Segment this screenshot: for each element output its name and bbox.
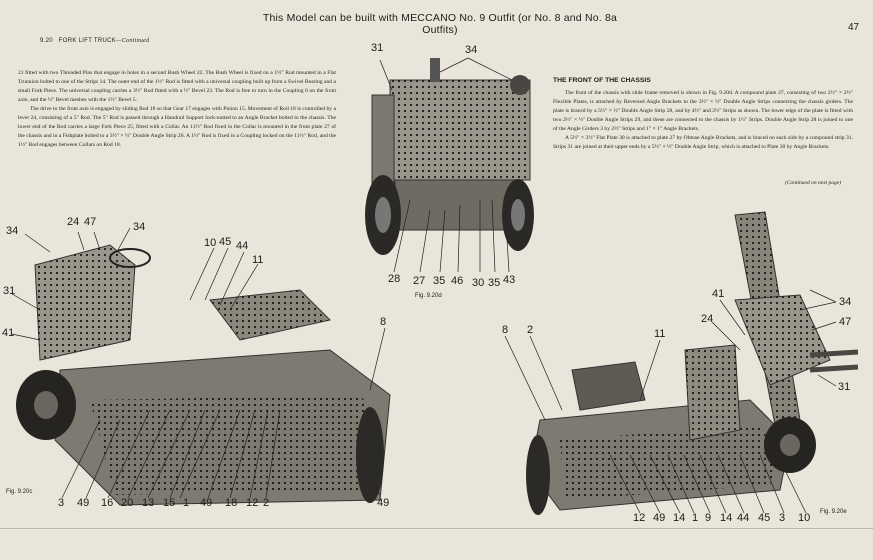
paragraph: The front of the chassis with slide fram…: [553, 90, 853, 132]
callout-label: 14: [720, 512, 733, 524]
pulley: [510, 75, 530, 95]
callout-label: 30: [472, 277, 485, 289]
callout-label: 10: [204, 237, 217, 249]
callout-label: 20: [121, 497, 134, 509]
continued-note: (Continued on next page): [785, 180, 842, 186]
hub-left: [375, 197, 391, 233]
seat-back-holes: [685, 345, 740, 440]
paragraph: The drive to the front axle is engaged b…: [18, 106, 336, 148]
left-body-text: 21 fitted with two Threaded Pins that en…: [18, 69, 336, 150]
callout-label: 47: [84, 216, 97, 228]
fork-lower: [809, 364, 859, 373]
callout-label: 31: [371, 42, 384, 54]
chassis-holes: [90, 395, 380, 495]
callout-label: 1: [183, 497, 190, 509]
callout-label: 15: [163, 497, 176, 509]
section-number: 9.20: [40, 38, 53, 44]
engine-block: [571, 361, 646, 411]
callout-label: 3: [779, 512, 786, 524]
callout-label: 16: [101, 497, 114, 509]
figure-9-20c-illustration: [11, 227, 391, 506]
callout-label: 24: [701, 313, 714, 325]
page-header-title: This Model can be built with MECCANO No.…: [262, 12, 618, 36]
callout-label: 45: [758, 512, 771, 524]
fork-upper: [809, 349, 859, 358]
figure-9-20e-illustration: [504, 211, 859, 515]
section-heading: 9.20 FORK LIFT TRUCK—Continued: [40, 38, 149, 44]
callout-label: 12: [246, 497, 259, 509]
steering-wheel: [109, 248, 151, 268]
callout-label: 44: [236, 240, 249, 252]
cab-box-holes: [735, 295, 830, 385]
callout-label: 10: [798, 512, 811, 524]
cab-plate-holes: [35, 245, 135, 360]
callout-label: 49: [200, 497, 213, 509]
callout-label: 11: [654, 328, 666, 340]
figure-caption-9-20e: Fig. 9.20e: [820, 509, 847, 515]
hub-right: [511, 199, 525, 231]
side-strip: [371, 94, 395, 186]
callout-label: 44: [737, 512, 750, 524]
callout-label: 34: [6, 225, 19, 237]
callout-label: 27: [413, 275, 426, 287]
callout-label: 31: [3, 285, 16, 297]
callout-label: 45: [219, 236, 232, 248]
callout-label: 31: [838, 381, 851, 393]
rear-hub: [780, 434, 800, 456]
section-title: FORK LIFT TRUCK: [58, 38, 117, 44]
front-wheel: [526, 435, 550, 515]
callout-label: 34: [465, 44, 478, 56]
front-plate-holes: [390, 80, 530, 180]
chassis-holes: [560, 425, 780, 500]
callout-label: 18: [225, 497, 238, 509]
callout-label: 13: [142, 497, 155, 509]
page-number: 47: [848, 22, 860, 33]
chassis-front-heading: THE FRONT OF THE CHASSIS: [553, 77, 651, 84]
callout-label: 28: [388, 273, 401, 285]
callout-label: 12: [633, 512, 646, 524]
callout-label: 2: [263, 497, 270, 509]
callout-label: 49: [77, 497, 90, 509]
callout-label: 41: [2, 327, 15, 339]
callout-label: 41: [712, 288, 725, 300]
front-wheel: [356, 407, 384, 503]
callout-label: 2: [527, 324, 534, 336]
callout-label: 46: [451, 275, 464, 287]
callout-label: 8: [502, 324, 509, 336]
rear-hub: [34, 391, 58, 419]
figure-caption-9-20c: Fig. 9.20c: [6, 489, 33, 495]
callout-label: 35: [488, 277, 501, 289]
callout-label: 49: [377, 497, 390, 509]
callout-label: 3: [58, 497, 65, 509]
callout-label: 34: [133, 221, 146, 233]
right-body-text: The front of the chassis with slide fram…: [553, 89, 853, 152]
bottom-rule: [0, 528, 873, 529]
callout-label: 11: [252, 254, 264, 266]
callout-label: 8: [380, 316, 387, 328]
section-continued: —Continued: [116, 38, 150, 44]
callout-label: 14: [673, 512, 686, 524]
lower-plate: [394, 179, 521, 231]
figure-9-20d-illustration: [365, 57, 534, 273]
callout-label: 34: [839, 296, 852, 308]
upright-strip: [430, 58, 440, 82]
callout-label: 49: [653, 512, 666, 524]
callout-label: 1: [692, 512, 699, 524]
callout-label: 43: [503, 274, 516, 286]
paragraph: 21 fitted with two Threaded Pins that en…: [18, 70, 336, 103]
callout-label: 35: [433, 275, 446, 287]
callout-label: 47: [839, 316, 852, 328]
figure-caption-9-20d: Fig. 9.20d: [415, 293, 442, 299]
top-plate-holes: [210, 290, 330, 340]
callout-label: 9: [705, 512, 712, 524]
paragraph: A 5½" × 3½" Flat Plate 30 is attached to…: [553, 135, 853, 150]
callout-label: 24: [67, 216, 80, 228]
